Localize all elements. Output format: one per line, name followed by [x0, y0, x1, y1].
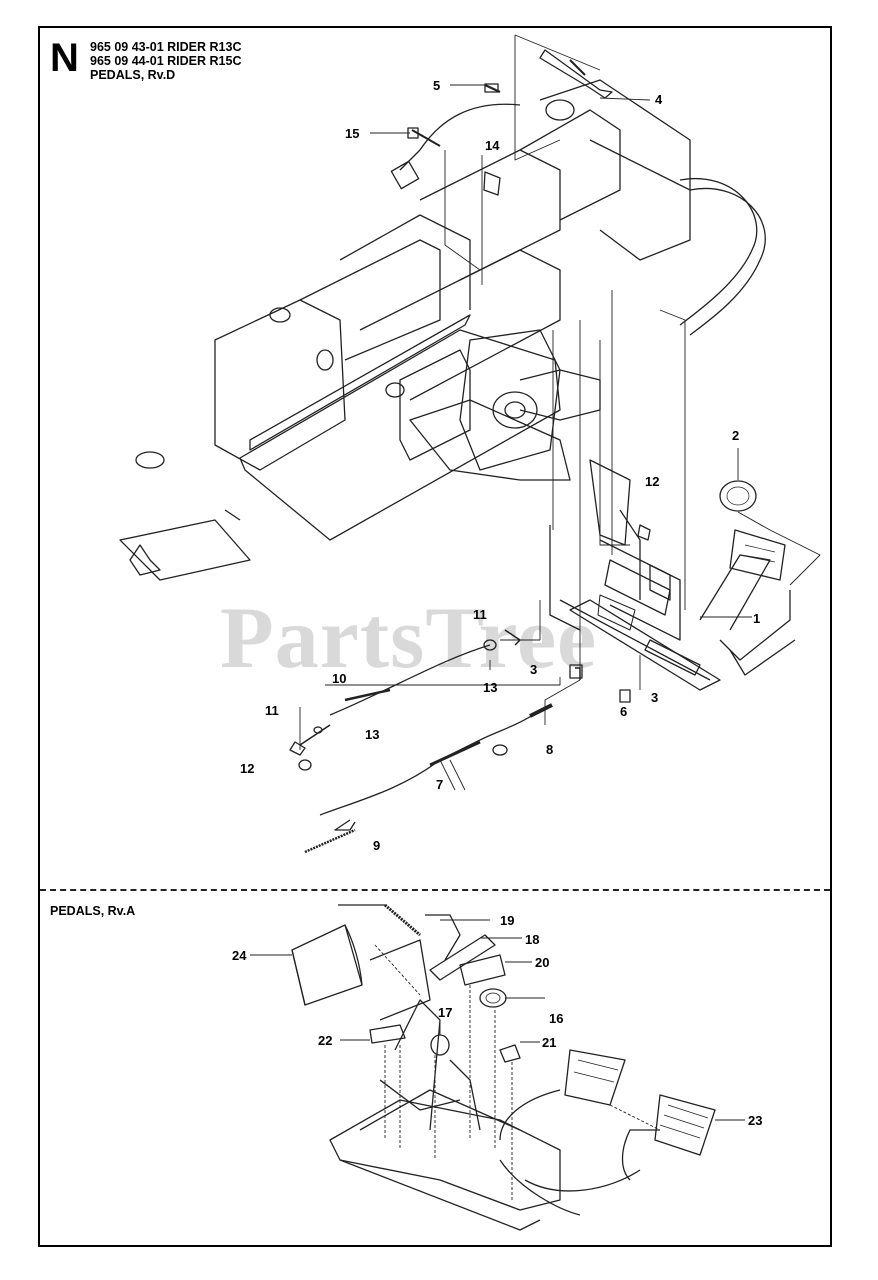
callout-14: 14 [485, 138, 500, 153]
drawing-frame [38, 26, 832, 1247]
section-title-rvd: PEDALS, Rv.D [90, 68, 176, 82]
callout-6: 6 [620, 704, 628, 719]
model-line-2: 965 09 44-01 RIDER R15C [90, 54, 242, 68]
callout-10: 10 [332, 671, 347, 686]
callout-23: 23 [748, 1113, 763, 1128]
callout-17: 17 [438, 1005, 453, 1020]
bottom-leader-lines [250, 919, 745, 1200]
pedal-assembly-rvd [549, 459, 796, 691]
top-small-parts [411, 49, 651, 703]
callout-9: 9 [373, 838, 381, 853]
callout-15: 15 [345, 126, 360, 141]
callout-2: 2 [732, 428, 740, 443]
watermark-text: PartsTree [220, 590, 598, 687]
model-line-1: 965 09 43-01 RIDER R13C [90, 40, 242, 54]
callout-21: 21 [542, 1035, 557, 1050]
section-divider [40, 889, 830, 891]
section-letter: N [50, 36, 79, 80]
top-leader-lines [299, 34, 821, 750]
callout-24: 24 [232, 948, 247, 963]
callout-3a: 3 [530, 662, 538, 677]
callout-12b: 12 [240, 761, 255, 776]
callout-22: 22 [318, 1033, 333, 1048]
callout-13b: 13 [365, 727, 380, 742]
callout-18: 18 [525, 932, 540, 947]
callout-1: 1 [753, 611, 761, 626]
screws [407, 83, 581, 680]
callout-3b: 3 [651, 690, 659, 705]
callout-19: 19 [500, 913, 515, 928]
callout-5: 5 [433, 78, 441, 93]
pedal-assembly-rva [291, 903, 716, 1231]
callout-13a: 13 [483, 680, 498, 695]
callout-11b: 11 [265, 703, 279, 718]
callout-8: 8 [546, 742, 554, 757]
cable-parts [289, 629, 553, 854]
callout-11a: 11 [473, 607, 487, 622]
section-title-rva: PEDALS, Rv.A [50, 904, 136, 918]
callout-16: 16 [549, 1011, 564, 1026]
callout-20: 20 [535, 955, 550, 970]
callout-12a: 12 [645, 474, 660, 489]
chassis-frame [119, 79, 766, 581]
callout-7: 7 [436, 777, 444, 792]
callout-4: 4 [655, 92, 663, 107]
